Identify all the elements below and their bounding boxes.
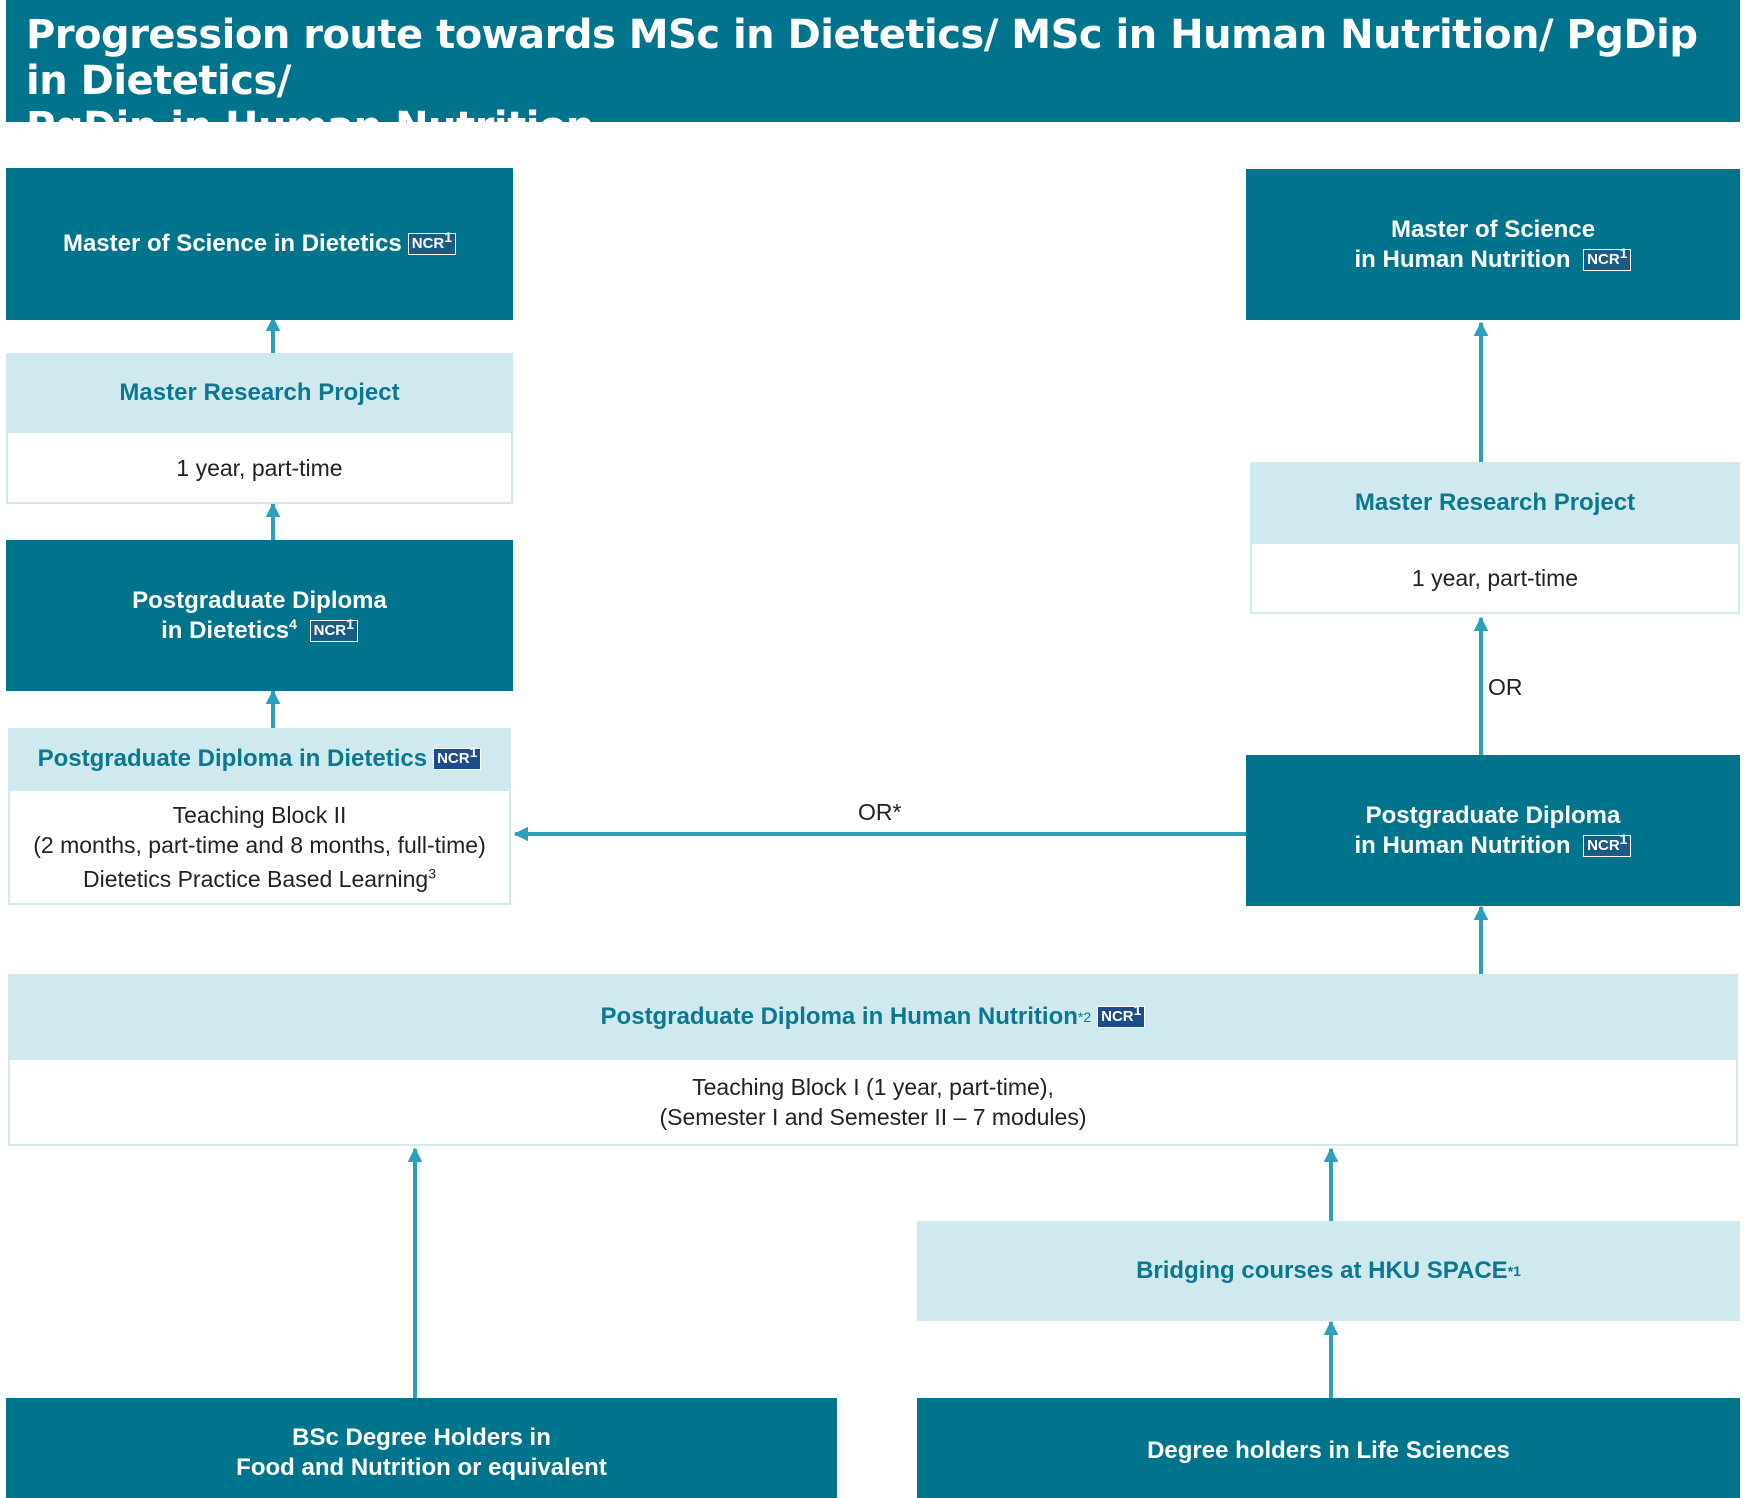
- bsc-line2: Food and Nutrition or equivalent: [236, 1454, 607, 1481]
- teaching2-line3: Dietetics Practice Based Learning: [83, 866, 429, 892]
- left-research-body: 1 year, part-time: [6, 431, 513, 504]
- bridging-box: Bridging courses at HKU SPACE*1: [917, 1221, 1740, 1321]
- left-research-title: Master Research Project: [119, 378, 400, 406]
- bsc-line1: BSc Degree Holders in: [292, 1424, 551, 1451]
- msc-hn-line1: Master of Science: [1390, 215, 1596, 243]
- or-star-label: OR*: [858, 799, 902, 825]
- bridging-label: Bridging courses at HKU SPACE: [1136, 1257, 1508, 1284]
- right-research-title: Master Research Project: [1354, 488, 1636, 516]
- left-research-header: Master Research Project: [6, 353, 513, 432]
- msc-hn-line2: in Human Nutrition: [1354, 245, 1571, 273]
- pgdip-dietetics-line2: in Dietetics: [161, 616, 290, 644]
- title-line-1: Progression route towards MSc in Dieteti…: [26, 12, 1698, 104]
- ncr-badge: NCR1: [433, 745, 482, 770]
- pgdip-dietetics-note: 4: [289, 615, 297, 632]
- teaching1-header: Postgraduate Diploma in Human Nutrition*…: [8, 974, 1738, 1059]
- teaching2-body: Teaching Block II (2 months, part-time a…: [8, 789, 511, 905]
- ncr-badge: NCR1: [1097, 1003, 1146, 1028]
- pgdip-dietetics-line2-wrap: in Dietetics4 NCR1: [161, 616, 358, 646]
- right-research-header: Master Research Project: [1250, 462, 1740, 543]
- left-research-duration: 1 year, part-time: [176, 454, 343, 481]
- msc-human-nutrition-box: Master of Science in Human Nutrition NCR…: [1246, 169, 1740, 320]
- pgdip-hn-line2: in Human Nutrition: [1354, 831, 1571, 859]
- right-research-body: 1 year, part-time: [1250, 542, 1740, 614]
- teaching1-title: Postgraduate Diploma in Human Nutrition: [600, 1002, 1078, 1030]
- teaching1-line1: Teaching Block I (1 year, part-time),: [692, 1074, 1054, 1100]
- pgdip-dietetics-line1: Postgraduate Diploma: [132, 586, 387, 614]
- pgdip-hn-line1: Postgraduate Diploma: [1365, 801, 1621, 829]
- pgdip-human-nutrition-box: Postgraduate Diploma in Human Nutrition …: [1246, 755, 1740, 906]
- teaching2-line2: (2 months, part-time and 8 months, full-…: [33, 832, 486, 858]
- life-sciences-box: Degree holders in Life Sciences: [917, 1398, 1740, 1498]
- teaching2-line3-wrap: Dietetics Practice Based Learning3: [83, 864, 436, 894]
- pgdip-dietetics-box: Postgraduate Diploma in Dietetics4 NCR1: [6, 540, 513, 691]
- teaching2-note: 3: [428, 865, 436, 882]
- life-sciences-label: Degree holders in Life Sciences: [1147, 1437, 1510, 1464]
- or-label: OR: [1488, 674, 1523, 700]
- teaching1-body: Teaching Block I (1 year, part-time), (S…: [8, 1058, 1738, 1146]
- ncr-badge: NCR1: [1583, 246, 1632, 272]
- bsc-holders-box: BSc Degree Holders in Food and Nutrition…: [6, 1398, 837, 1498]
- ncr-badge: NCR1: [407, 230, 457, 255]
- teaching1-line2: (Semester I and Semester II – 7 modules): [659, 1104, 1087, 1130]
- right-research-duration: 1 year, part-time: [1411, 565, 1579, 591]
- ncr-badge: NCR1: [309, 617, 358, 643]
- ncr-badge: NCR1: [1583, 832, 1632, 858]
- teaching2-header: Postgraduate Diploma in Dietetics NCR1: [8, 728, 511, 790]
- msc-hn-line2-wrap: in Human Nutrition NCR1: [1355, 245, 1632, 275]
- pgdip-hn-line2-wrap: in Human Nutrition NCR1: [1355, 831, 1632, 861]
- page-title: Progression route towards MSc in Dieteti…: [6, 0, 1740, 150]
- msc-dietetics-box: Master of Science in Dietetics NCR1: [6, 168, 513, 320]
- title-line-2: PgDip in Human Nutrition: [26, 104, 594, 150]
- teaching2-line1: Teaching Block II: [172, 802, 347, 828]
- teaching2-title: Postgraduate Diploma in Dietetics: [37, 745, 428, 772]
- msc-dietetics-label: Master of Science in Dietetics: [62, 230, 402, 257]
